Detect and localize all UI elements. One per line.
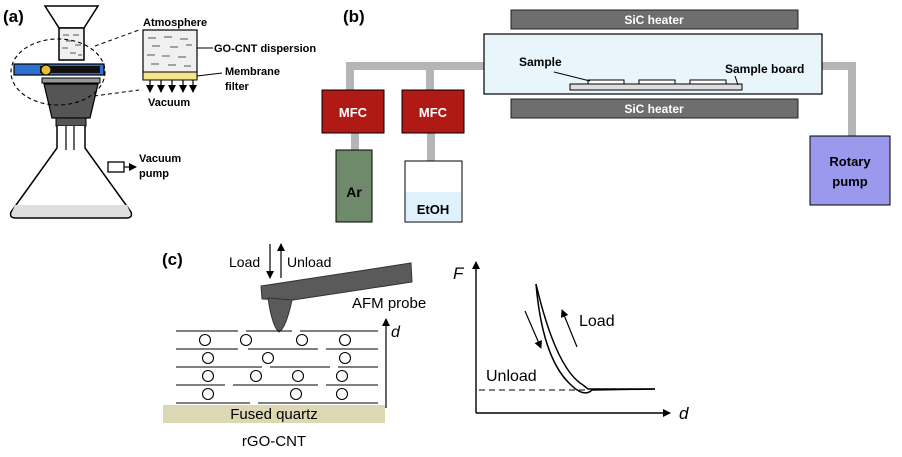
afm-tip: [267, 297, 293, 333]
sic-heater-top: [510, 9, 799, 30]
filter-band: [41, 77, 101, 84]
panel-b-label: (b): [343, 7, 365, 26]
fused-quartz-substrate: [163, 405, 385, 423]
membrane-label-line2: filter: [225, 81, 250, 93]
mfc-2-box: [401, 89, 465, 134]
clamp-knob: [40, 64, 52, 76]
unload-text: Unload: [287, 254, 331, 270]
inset-membrane: [142, 71, 198, 81]
atmosphere-label: Atmosphere: [143, 17, 207, 29]
mfc-1-box: [321, 89, 385, 134]
gas-pipes: [346, 62, 856, 161]
ar-label: Ar: [346, 184, 362, 200]
fused-quartz-label: Fused quartz: [230, 406, 318, 423]
rgo-cnt-layers: [176, 330, 378, 404]
afm-probe-label: AFM probe: [352, 295, 426, 312]
vacuum-pump-line2: pump: [139, 168, 169, 180]
panel-a-filtration: (a) Vacuum pump Atmosp: [3, 5, 316, 219]
afm-cantilever: [260, 262, 413, 301]
plot-y-label: F: [453, 264, 465, 283]
vacuum-pump-line1: Vacuum: [139, 153, 181, 165]
sic-heater-bottom-label: SiC heater: [624, 102, 684, 116]
plot-unload-label: Unload: [486, 368, 537, 385]
flask-liquid: [11, 205, 131, 217]
mfc-1-label: MFC: [339, 105, 368, 120]
sample-board-label: Sample board: [725, 62, 804, 76]
plot-load-label: Load: [579, 313, 615, 330]
etoh-label: EtOH: [417, 202, 450, 217]
vacuum-label: Vacuum: [148, 97, 190, 109]
panel-c-label: (c): [162, 250, 183, 269]
sample-board: [569, 83, 743, 91]
flask-inner-tube: [65, 126, 75, 150]
load-direction-arrow: [524, 310, 542, 349]
rotary-pump-line1: Rotary: [829, 154, 871, 169]
funnel-reservoir: [58, 27, 85, 61]
sample-label: Sample: [519, 55, 562, 69]
sample-board-leader: [734, 75, 739, 86]
sample-3: [689, 79, 727, 85]
plot-x-label: d: [679, 404, 689, 423]
inset-dispersion-marks: [147, 36, 192, 67]
funnel-rim: [43, 5, 100, 29]
mfc-2-label: MFC: [419, 105, 448, 120]
clamp-center: [40, 66, 100, 73]
rubber-stopper: [43, 83, 99, 119]
dispersion-marks: [62, 34, 82, 56]
zoom-leader-bottom: [93, 89, 140, 97]
load-text: Load: [229, 254, 260, 270]
membrane-leader: [196, 72, 223, 77]
membrane-label-line1: Membrane: [225, 66, 280, 78]
thickness-axis-label: d: [391, 324, 401, 341]
sic-heater-top-label: SiC heater: [624, 13, 684, 27]
flask-neck-top: [55, 117, 87, 127]
panel-c-afm-indentation: (c) Load Unload AFM probe Fused quartz r…: [162, 243, 689, 450]
sic-heater-bottom: [510, 98, 799, 119]
flask-body: [9, 126, 133, 219]
sample-leader: [553, 71, 591, 82]
etoh-liquid: [406, 192, 461, 221]
sample-1: [587, 79, 625, 85]
sample-2: [638, 79, 676, 85]
dispersion-label: GO-CNT dispersion: [214, 43, 316, 55]
material-label: rGO-CNT: [242, 433, 306, 450]
load-curve: [535, 283, 655, 390]
panel-a-label: (a): [3, 7, 24, 26]
rotary-pump-line2: pump: [832, 174, 867, 189]
rotary-pump: [809, 135, 891, 206]
panel-b-cvd-furnace: (b) SiC heater SiC heater Sample Sample …: [321, 7, 891, 223]
unload-direction-arrow: [560, 309, 578, 348]
zoom-ellipse: [10, 38, 106, 106]
side-port: [107, 161, 125, 173]
zoom-leader-top: [94, 29, 140, 47]
force-distance-plot: F d Load Unload: [453, 261, 689, 423]
unload-curve: [535, 283, 656, 394]
ar-cylinder: [335, 149, 373, 223]
inset-vacuum-arrows: [146, 80, 197, 93]
